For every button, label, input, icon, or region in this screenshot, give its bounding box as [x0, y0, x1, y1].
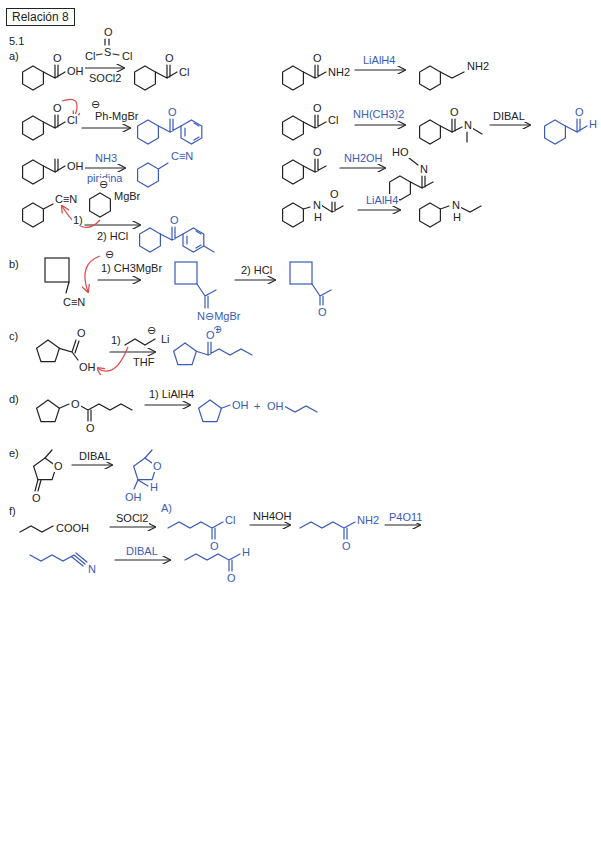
atom-or-reagent-label: OH [124, 491, 143, 503]
atom-or-reagent-label: NH2OH [343, 152, 384, 164]
atom-or-reagent-label: THF [132, 356, 155, 368]
atom-or-reagent-label: H [149, 481, 159, 493]
atom-or-reagent-label: O [341, 540, 352, 552]
atom-or-reagent-label: DIBAL [78, 450, 112, 462]
atom-or-reagent-label: O [205, 329, 216, 341]
atom-or-reagent-label: O [167, 106, 178, 118]
atom-or-reagent-label: OH [66, 65, 85, 77]
atom-or-reagent-label: 2) HCl [240, 264, 273, 276]
atom-or-reagent-label: C≡N [170, 150, 194, 162]
atom-or-reagent-label: c) [8, 330, 19, 342]
atom-or-reagent-label: ⊖ [104, 248, 115, 260]
atom-or-reagent-label: HO [391, 146, 410, 158]
atom-or-reagent-label: NH2 [356, 514, 380, 526]
atom-or-reagent-label: O [312, 102, 323, 114]
atom-or-reagent-label: N [419, 163, 429, 175]
atom-or-reagent-label: Cl [224, 514, 236, 526]
atom-or-reagent-label: + [253, 400, 261, 412]
atom-or-reagent-label: Cl [178, 66, 190, 78]
atom-or-reagent-label: P4O11 [388, 511, 423, 523]
sheet-title: Relación 8 [6, 8, 75, 26]
atom-or-reagent-label: C≡N [62, 296, 86, 308]
atom-or-reagent-label: OH [231, 399, 250, 411]
atom-or-reagent-label: 2) HCl [96, 230, 129, 242]
atom-or-reagent-label: ⊖ [90, 98, 101, 110]
atom-or-reagent-label: O [85, 422, 96, 434]
atom-or-reagent-label: 1) [72, 214, 84, 226]
atom-or-reagent-label: O [169, 214, 180, 226]
atom-or-reagent-label: 1) [110, 334, 122, 346]
answer-structures [30, 119, 587, 571]
atom-or-reagent-label: O [31, 492, 42, 504]
atom-or-reagent-label: LiAlH4 [362, 54, 396, 66]
atom-or-reagent-label: DIBAL [125, 545, 159, 557]
atom-or-reagent-label: A) [160, 502, 173, 514]
atom-or-reagent-label: f) [8, 505, 17, 517]
atom-or-reagent-label: O [70, 398, 81, 410]
atom-or-reagent-label: N [463, 119, 473, 131]
atom-or-reagent-label: OH [66, 160, 85, 172]
atom-or-reagent-label: O [312, 52, 323, 64]
atom-or-reagent-label: O [317, 306, 328, 318]
atom-or-reagent-label: SOCl2 [88, 72, 122, 84]
atom-or-reagent-label: ⊖ [146, 324, 157, 336]
atom-or-reagent-label: Cl [84, 50, 96, 62]
atom-or-reagent-label: N [451, 199, 461, 211]
atom-or-reagent-label: C≡N [54, 193, 78, 205]
atom-or-reagent-label: O [52, 102, 63, 114]
atom-or-reagent-label: O [574, 106, 585, 118]
atom-or-reagent-label: O [449, 106, 460, 118]
atom-or-reagent-label: NH2 [327, 66, 351, 78]
atom-or-reagent-label: S [103, 46, 112, 58]
atom-or-reagent-label: Li [160, 333, 171, 345]
atom-or-reagent-label: NH4OH [252, 510, 293, 522]
atom-or-reagent-label: SOCl2 [115, 512, 149, 524]
atom-or-reagent-label: H [313, 211, 323, 223]
atom-or-reagent-label: b) [8, 258, 20, 270]
atom-or-reagent-label: NH(CH3)2 [352, 108, 405, 120]
atom-or-reagent-label: N [87, 563, 97, 575]
atom-or-reagent-label: O [209, 540, 220, 552]
atom-or-reagent-label: H [241, 546, 251, 558]
atom-or-reagent-label: OH [78, 361, 97, 373]
atom-or-reagent-label: Cl [66, 114, 78, 126]
atom-or-reagent-label: O [329, 188, 340, 200]
atom-or-reagent-label: 5.1 [8, 35, 25, 47]
atom-or-reagent-label: O [76, 327, 87, 339]
atom-or-reagent-label: O [103, 26, 114, 38]
atom-or-reagent-label: O [312, 146, 323, 158]
atom-or-reagent-label: d) [8, 393, 20, 405]
atom-or-reagent-label: Ph-MgBr [94, 110, 139, 122]
atom-or-reagent-label: Cl [327, 114, 339, 126]
atom-or-reagent-label: MgBr [113, 190, 141, 202]
atom-or-reagent-label: OH [266, 400, 285, 412]
atom-or-reagent-label: O [52, 52, 63, 64]
atom-or-reagent-label: O [152, 460, 163, 472]
atom-or-reagent-label: O [164, 52, 175, 64]
atom-or-reagent-label: NH3 [94, 152, 118, 164]
atom-or-reagent-label: COOH [55, 522, 90, 534]
atom-or-reagent-label: e) [8, 447, 20, 459]
question-structures [20, 39, 530, 560]
atom-or-reagent-label: N [312, 199, 322, 211]
atom-or-reagent-label: H [588, 118, 598, 130]
atom-or-reagent-label: NH2 [466, 60, 490, 72]
atom-or-reagent-label: O [53, 460, 64, 472]
atom-or-reagent-label: ⊖ [98, 178, 109, 190]
atom-or-reagent-label: N⊖MgBr [196, 310, 241, 322]
atom-or-reagent-label: a) [8, 50, 20, 62]
atom-or-reagent-label: LiAlH4 [365, 194, 399, 206]
atom-or-reagent-label: O [226, 572, 237, 584]
atom-or-reagent-label: H [452, 211, 462, 223]
atom-or-reagent-label: 1) CH3MgBr [100, 262, 163, 274]
atom-or-reagent-label: DIBAL [492, 110, 526, 122]
atom-or-reagent-label: 1) LiAlH4 [148, 388, 195, 400]
atom-or-reagent-label: Cl [121, 50, 133, 62]
